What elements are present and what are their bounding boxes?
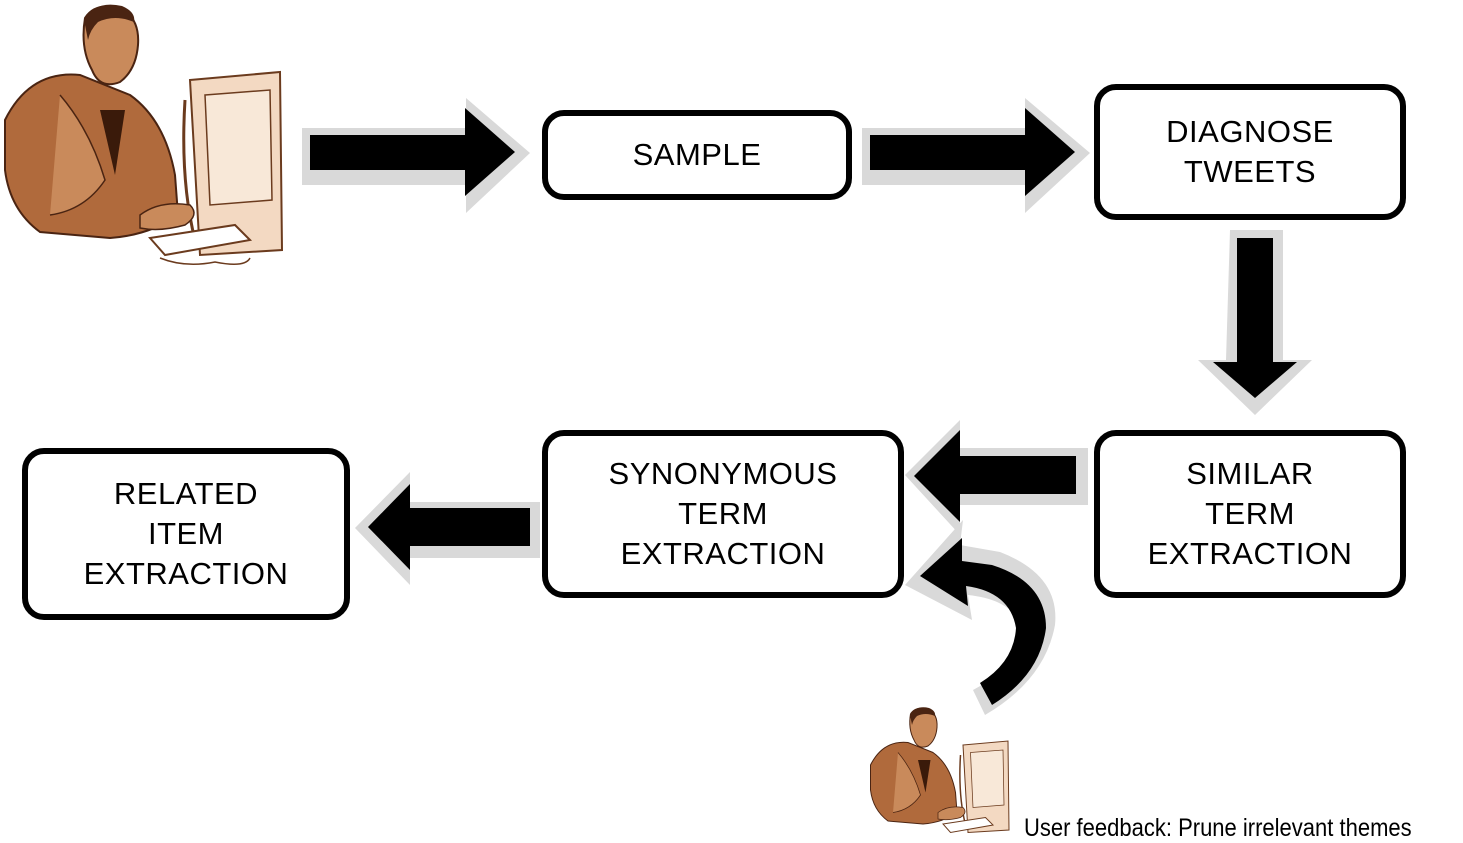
node-related-line-2: ITEM xyxy=(147,516,225,551)
arrow-diagnose-to-similar xyxy=(1198,230,1312,415)
node-synonymous-line-3: EXTRACTION xyxy=(620,536,826,571)
arrow-user-to-sample xyxy=(302,98,530,213)
node-related-line-3: EXTRACTION xyxy=(83,556,289,591)
user-at-computer-icon xyxy=(870,707,1010,834)
curved-arrow-icon xyxy=(905,520,1056,715)
node-similar-term-extraction: SIMILAR TERM EXTRACTION xyxy=(1094,430,1406,598)
node-diagnose-tweets: DIAGNOSE TWEETS xyxy=(1094,84,1406,220)
user-feedback-caption: User feedback: Prune irrelevant themes xyxy=(1024,814,1412,842)
node-synonymous-term-extraction: SYNONYMOUS TERM EXTRACTION xyxy=(542,430,904,598)
node-synonymous-line-1: SYNONYMOUS xyxy=(608,456,838,491)
arrow-similar-to-synonymous xyxy=(905,420,1088,535)
node-diagnose-line-2: TWEETS xyxy=(1183,154,1317,189)
node-synonymous-line-2: TERM xyxy=(678,496,768,531)
arrow-sample-to-diagnose xyxy=(862,98,1090,213)
arrow-synonymous-to-related xyxy=(355,472,540,585)
user-at-computer-icon xyxy=(4,4,284,265)
node-similar-line-3: EXTRACTION xyxy=(1147,536,1353,571)
node-sample-label: SAMPLE xyxy=(632,137,762,172)
node-similar-line-2: TERM xyxy=(1205,496,1295,531)
node-similar-line-1: SIMILAR xyxy=(1186,456,1314,491)
node-diagnose-line-1: DIAGNOSE xyxy=(1166,114,1334,149)
node-related-item-extraction: RELATED ITEM EXTRACTION xyxy=(22,448,350,620)
node-sample: SAMPLE xyxy=(542,110,852,200)
node-related-line-1: RELATED xyxy=(113,476,259,511)
